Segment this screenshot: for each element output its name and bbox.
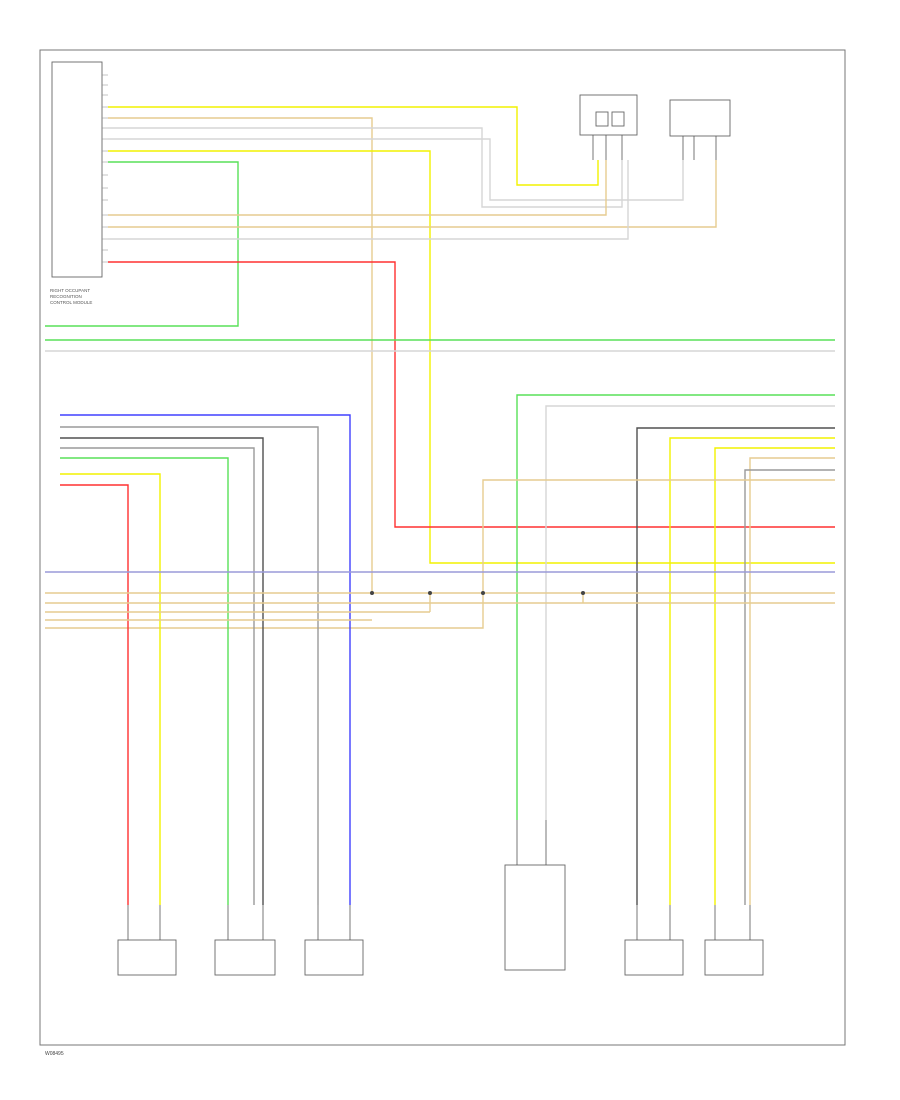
diagram-frame <box>39 49 846 1046</box>
module-label-line-3: CONTROL MODULE <box>50 300 92 305</box>
harness-wiring <box>45 339 835 905</box>
splice-points <box>370 591 585 595</box>
module-pin-ticks <box>102 74 108 263</box>
passenger-seat-weight-sensor <box>504 820 566 971</box>
front-airbag-sensor-right <box>704 905 764 976</box>
module-label-line-1: RIGHT OCCUPANT <box>50 288 90 293</box>
left-belt-buckle-switch <box>117 905 177 976</box>
diagram-code: W08495 <box>45 1051 64 1057</box>
module-label-line-2: RECOGNITION <box>50 294 82 299</box>
module-wiring <box>45 106 835 593</box>
left-belt-tensioner <box>214 905 276 976</box>
seat-position-sensor <box>669 99 731 160</box>
seat-belt-tension-sensor <box>579 94 638 160</box>
occupant-recognition-control-module: RIGHT OCCUPANT RECOGNITION CONTROL MODUL… <box>50 61 108 305</box>
front-airbag-sensor-left <box>304 905 364 976</box>
right-belt-tensioner <box>624 905 684 976</box>
